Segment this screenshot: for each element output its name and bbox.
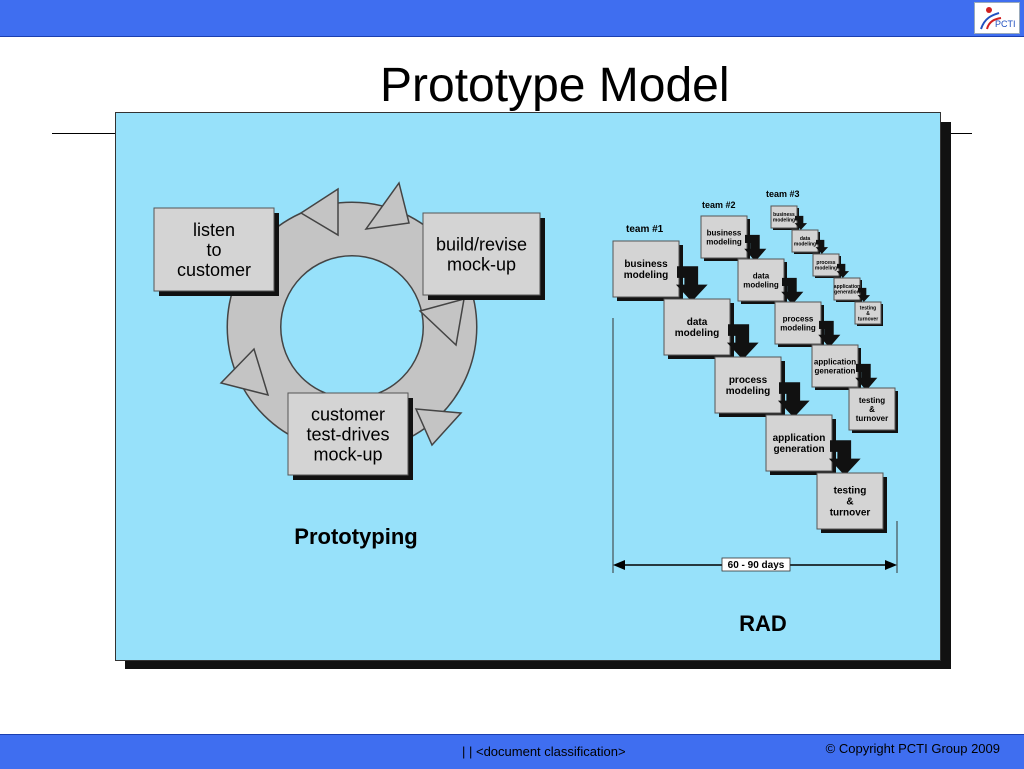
rad-step-arrow: [818, 320, 841, 348]
rad-step-box: testing&turnover: [854, 301, 883, 326]
rad-step-arrow: [857, 287, 871, 302]
rad-step-arrow: [836, 263, 850, 278]
rad-step-box-label: testing&turnover: [858, 305, 878, 322]
rad-team-label: team #2: [702, 200, 736, 210]
rad-step-arrow: [675, 266, 708, 302]
cycle-arrow-2: [364, 181, 410, 230]
cycle-arrow-4: [414, 408, 463, 447]
dimension-arrow-right: [885, 560, 897, 570]
rad-step-arrow: [777, 382, 810, 418]
footer-bar: [0, 734, 1024, 769]
rad-team-label: team #3: [766, 189, 800, 199]
cycle-arrow-1: [299, 187, 339, 237]
rad-step-arrow: [828, 440, 861, 476]
rad-step-arrow: [794, 215, 808, 230]
cycle-arrow-5: [219, 347, 270, 397]
rad-caption: RAD: [739, 611, 787, 636]
dimension-arrow-left: [613, 560, 625, 570]
pcti-logo: PCTI: [974, 2, 1020, 34]
rad-step-arrow: [744, 234, 767, 262]
document-classification: | | <document classification>: [462, 744, 626, 759]
rad-step-arrow: [781, 277, 804, 305]
rad-step-arrow: [855, 363, 878, 391]
header-bar: PCTI: [0, 0, 1024, 37]
rad-step-box: testing&turnover: [848, 387, 898, 433]
rad-team-label: team #1: [626, 224, 664, 235]
rad-step-box-label: testing&turnover: [830, 486, 871, 519]
rad-step-box-label: testing&turnover: [856, 396, 888, 423]
svg-text:PCTI: PCTI: [995, 19, 1016, 29]
slide-title: Prototype Model: [380, 59, 730, 112]
rad-duration-label: 60 - 90 days: [728, 560, 785, 571]
prototyping-caption: Prototyping: [294, 524, 417, 549]
copyright-text: © Copyright PCTI Group 2009: [825, 741, 1000, 756]
rad-duration-dimension: 60 - 90 days: [612, 318, 898, 573]
cycle-arrow-3: [418, 297, 465, 347]
rad-step-arrow: [815, 239, 829, 254]
rad-step-arrow: [726, 324, 759, 360]
rad-step-box: testing&turnover: [816, 472, 887, 533]
